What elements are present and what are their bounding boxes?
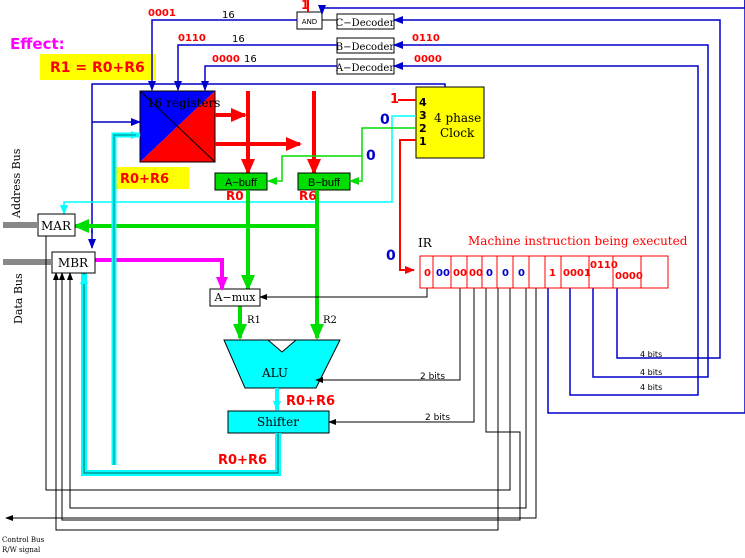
ir-to-mbr-control-3: [67, 272, 527, 509]
a-right-code: 0000: [414, 54, 442, 65]
register-output-highlight: [116, 167, 189, 189]
ir-to-shifter-control: [328, 288, 475, 425]
and-gate-label: AND: [302, 18, 317, 26]
clock-label-2: Clock: [440, 126, 475, 140]
ir-field-7: 1: [549, 268, 556, 279]
clock-phase-2: 2: [419, 122, 427, 135]
b-buff-label: B−buff: [308, 177, 341, 189]
c-code-label: 0001: [148, 8, 176, 19]
amux-out-right: R2: [323, 315, 337, 326]
ir-field-5: 0: [502, 268, 509, 279]
b-width-label: 16: [232, 34, 245, 45]
clock-label-1: 4 phase: [434, 111, 481, 125]
and-signal: 1: [301, 0, 309, 12]
alu: [223, 339, 341, 389]
shifter-result: R0+R6: [218, 453, 267, 468]
ir-to-mar-control: [45, 236, 511, 491]
control-bus-label: Control Bus: [2, 536, 45, 544]
control-bus-line: [5, 288, 537, 521]
mbr-label: MBR: [58, 256, 89, 270]
clock3-signal: 0: [380, 112, 390, 128]
ir-caption: Machine instruction being executed: [468, 234, 688, 248]
alu-result: R0+R6: [286, 394, 335, 409]
a-width-label: 16: [244, 54, 257, 65]
data-bus-line: [3, 259, 52, 265]
amux-out-left: R1: [247, 315, 261, 326]
register-file-label: 16 registers: [147, 96, 220, 110]
ir-field-4: 0: [486, 268, 493, 279]
c-decoder-output-line: [148, 19, 297, 91]
b-code-label: 0110: [178, 33, 206, 44]
alu-label: ALU: [261, 366, 288, 380]
b-decoder-output-line: [174, 44, 337, 91]
clock-phase-3: 3: [419, 109, 427, 122]
address-bus-label: Address Bus: [10, 148, 23, 219]
a-decoder-label: A−Decoder: [335, 63, 394, 74]
field-width-1: 4 bits: [640, 350, 662, 359]
clock2-to-bbuff: [349, 127, 416, 185]
register-file-diagonal: [139, 90, 216, 163]
clock-phase-4: 4: [419, 96, 427, 109]
b-buff-value: R6: [299, 189, 317, 203]
ir-to-mbr-control: [59, 272, 521, 521]
a-code-label: 0000: [212, 54, 240, 65]
shifter-bits: 2 bits: [425, 413, 450, 423]
ir-to-amux-control: [259, 288, 428, 300]
shifter-label: Shifter: [257, 415, 299, 429]
ir-field-2: 00: [453, 268, 467, 279]
clock-phase-1: 1: [419, 135, 427, 148]
ir-field-0: 0: [424, 268, 431, 279]
effect-highlight: [40, 54, 156, 80]
ir-field-10: 0000: [615, 271, 643, 282]
c-width-label: 16: [222, 10, 235, 21]
ir-dividers: [432, 256, 642, 288]
ir-field-1: 00: [436, 268, 450, 279]
effect-title: Effect:: [10, 35, 65, 53]
enc-to-and-line: [318, 0, 745, 15]
alu-bits: 2 bits: [420, 372, 445, 382]
b-decoder-label: B−Decoder: [336, 42, 395, 53]
ir-to-mbr-control-2: [53, 272, 499, 531]
a-decoder-output-line: [201, 65, 337, 91]
clock2-signal: 0: [366, 148, 376, 164]
rw-signal-label: R/W signal: [2, 546, 41, 554]
ir-to-alu-control: [315, 288, 461, 383]
clock2-to-abuff: [267, 155, 362, 185]
field-width-2: 4 bits: [640, 368, 662, 377]
ir-a-field-line: [393, 62, 699, 396]
clock4-signal: 1: [390, 92, 399, 107]
ir-label: IR: [418, 236, 433, 250]
a-buff-value: R0: [226, 189, 244, 203]
field-width-3: 4 bits: [640, 383, 662, 392]
clock1-signal: 0: [386, 248, 396, 264]
address-bus-line: [3, 222, 38, 228]
data-bus-label: Data Bus: [12, 273, 25, 324]
register-file: [139, 90, 216, 163]
alu-notch: [266, 339, 298, 353]
mbr-to-amux: [95, 258, 228, 291]
ir-field-3: 00: [469, 268, 483, 279]
instruction-register: [419, 255, 669, 289]
clock3-to-mar: [60, 115, 416, 215]
shifter-to-regfile-outline: [113, 134, 136, 465]
register-output-label: R0+R6: [120, 172, 169, 187]
ir-field-6: 0: [518, 268, 525, 279]
effect-equation: R1 = R0+R6: [50, 60, 145, 76]
ir-b-field-line: [393, 41, 709, 378]
clock4-loop-line: [91, 83, 446, 233]
ir-field-9: 0110: [590, 260, 618, 271]
c-decoder-label: C−Decoder: [336, 18, 395, 29]
ir-field-8: 0001: [563, 268, 591, 279]
ir-enc-line: [547, 0, 745, 414]
clock1-to-ir: [399, 139, 416, 274]
clock-box: [415, 86, 485, 159]
shifter-to-mbr-outline: [83, 273, 279, 474]
b-right-code: 0110: [412, 33, 440, 44]
a-mux-label: A−mux: [214, 291, 257, 304]
ir-c-field-line: [393, 16, 721, 359]
a-buff-label: A−buff: [225, 177, 258, 189]
mar-label: MAR: [41, 219, 72, 233]
